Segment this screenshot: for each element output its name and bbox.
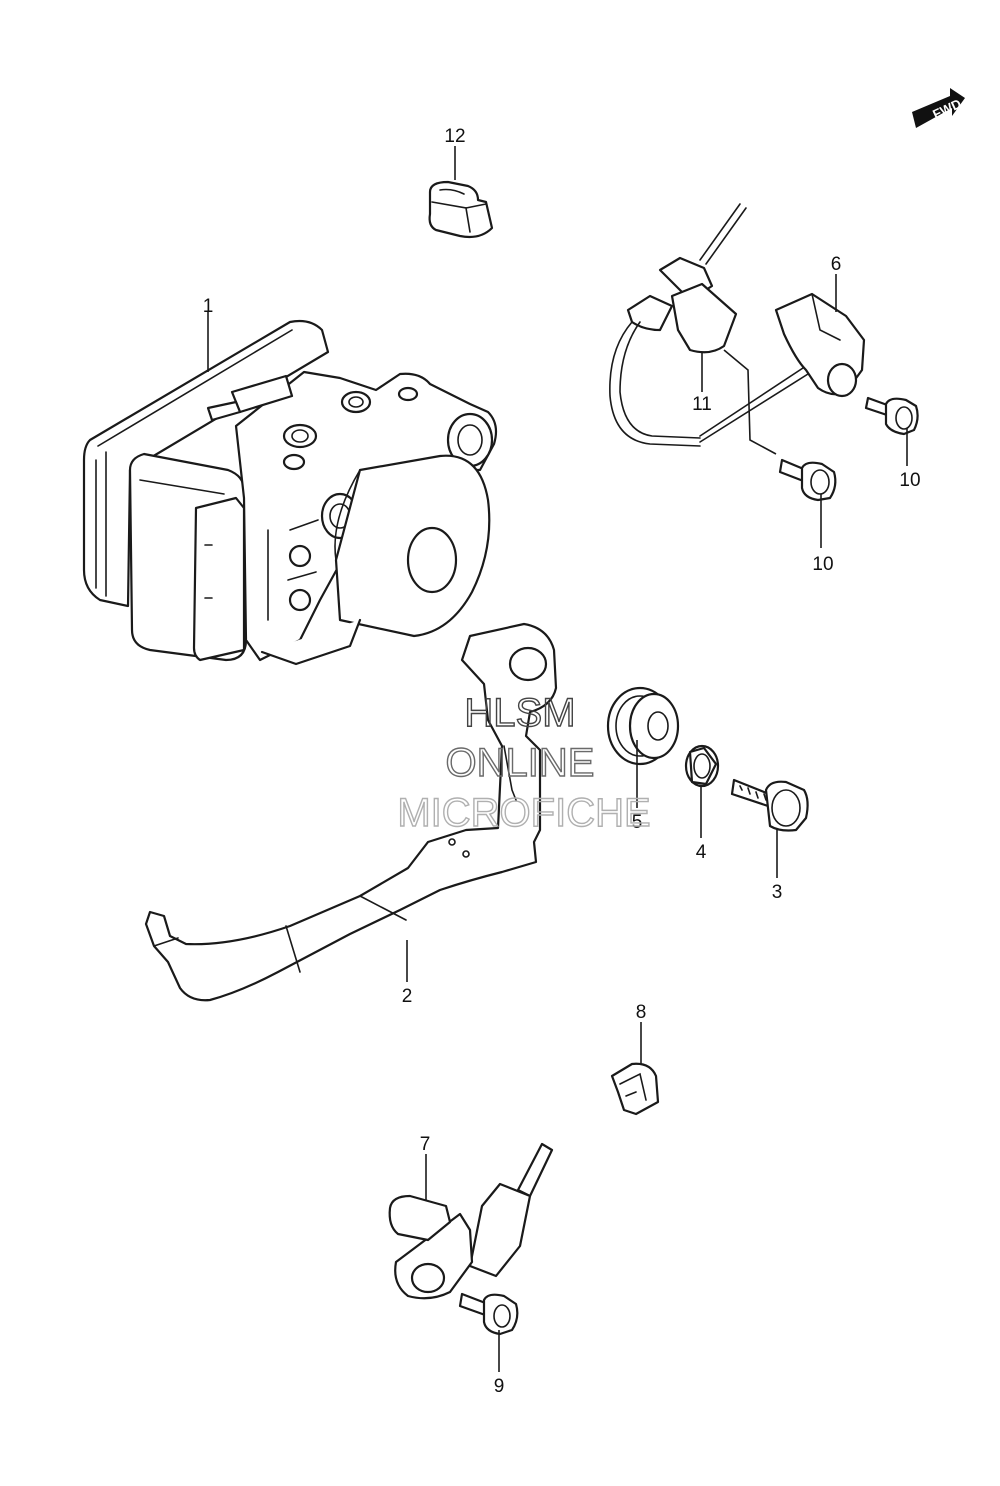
part-7-rear-sensor: [388, 1142, 554, 1300]
part-3-bolt: [730, 778, 809, 832]
callout-11: 11: [692, 394, 712, 415]
part-12-clip: [428, 180, 494, 239]
callout-1: 1: [203, 296, 214, 317]
callout-8: 8: [636, 1002, 647, 1023]
part-4-collar: [684, 744, 720, 788]
part-2-bracket: [144, 622, 558, 1002]
callout-7: 7: [420, 1134, 431, 1155]
part-6-front-sensor: [609, 203, 866, 447]
part-1-abs-unit: [82, 319, 498, 666]
callout-12: 12: [444, 126, 465, 147]
watermark: HLSM ONLINE MICROFICHE: [397, 690, 652, 835]
part-8-clamp: [610, 1062, 660, 1116]
callout-2: 2: [402, 986, 413, 1007]
leader-11b: [723, 349, 777, 455]
fwd-arrow-icon: FWD: [912, 88, 965, 128]
callout-9: 9: [494, 1376, 505, 1397]
part-10-bolt-a: [864, 396, 919, 436]
callout-6: 6: [831, 254, 842, 275]
watermark-line-2: ONLINE: [446, 741, 595, 785]
part-9-bolt: [458, 1292, 519, 1336]
watermark-line-1: HLSM: [464, 691, 575, 735]
callout-5: 5: [632, 812, 643, 833]
part-10-bolt-b: [778, 458, 837, 502]
callout-4: 4: [696, 842, 707, 863]
part-5-grommet: [606, 686, 680, 766]
watermark-line-3: MICROFICHE: [397, 791, 650, 835]
callout-10-b: 10: [812, 554, 833, 575]
callout-3: 3: [772, 882, 783, 903]
fwd-label: FWD: [930, 96, 963, 122]
callout-10-a: 10: [899, 470, 920, 491]
